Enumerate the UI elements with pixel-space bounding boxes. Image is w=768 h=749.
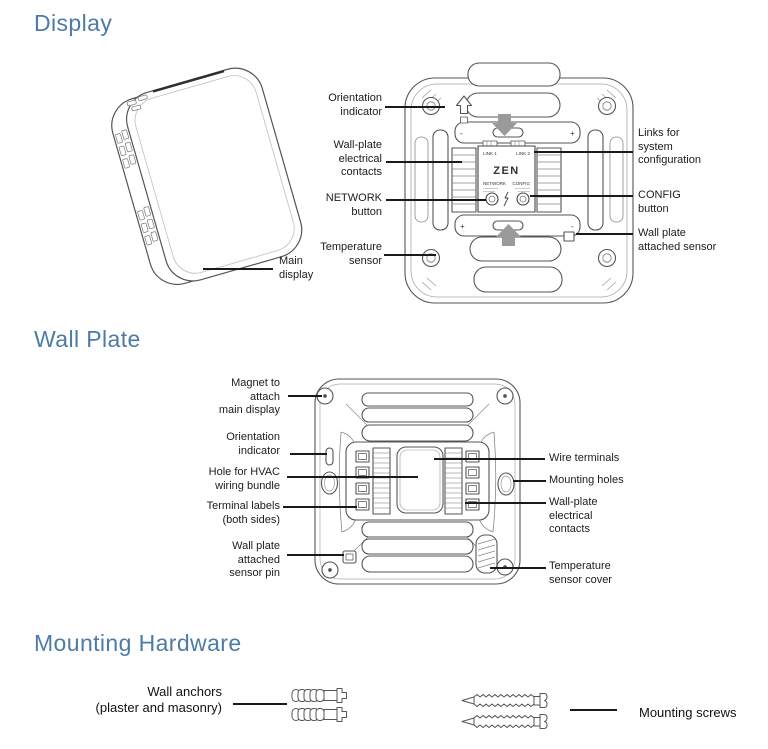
config-button: [516, 192, 530, 206]
leader-line: [384, 254, 436, 256]
batteries: [465, 62, 563, 293]
mounting-screw: [461, 693, 548, 708]
wall-anchor: [291, 707, 347, 722]
leader-line: [386, 199, 486, 201]
zen-label-panel: [477, 140, 536, 213]
svg-text:+: +: [460, 222, 465, 231]
callout-mounting-holes: Mounting holes: [549, 474, 624, 486]
hvac-wiring-hole: [396, 446, 444, 514]
electrical-contact-strips: [451, 147, 562, 213]
callout-config-button: CONFIG button: [638, 189, 681, 215]
zen-brand-text: ZEN: [493, 165, 520, 177]
section-heading-wall-plate: Wall Plate: [34, 326, 141, 352]
leader-line: [465, 502, 546, 504]
callout-plate-orientation-indicator: Orientation indicator: [226, 431, 280, 457]
leader-line: [287, 554, 344, 556]
plate-orientation-slot: [325, 447, 334, 466]
leader-line: [534, 151, 633, 153]
svg-text:-: -: [460, 129, 463, 138]
leader-line: [233, 703, 287, 705]
leader-line: [570, 709, 617, 711]
leader-line: [288, 395, 322, 397]
terminal-squares: [355, 450, 480, 511]
leader-line: [434, 458, 545, 460]
svg-text:LINK 2: LINK 2: [516, 151, 530, 156]
svg-text:-: -: [571, 222, 574, 231]
callout-wall-anchors: Wall anchors (plaster and masonry): [95, 684, 222, 715]
wall-anchors-illustration: [291, 688, 347, 722]
wire-terminal-strips: [372, 447, 463, 515]
svg-text:+: +: [570, 129, 575, 138]
leader-line: [576, 233, 633, 235]
leader-line: [287, 476, 418, 478]
leader-line: [283, 506, 357, 508]
callout-hvac-hole: Hole for HVAC wiring bundle: [208, 466, 280, 492]
display-side-vents: [115, 94, 159, 246]
battery-insert-arrows: [492, 114, 521, 246]
terminal-assembly: [345, 441, 490, 521]
attached-sensor-port: [563, 231, 575, 242]
callout-wire-terminals: Wire terminals: [549, 452, 620, 464]
leader-line: [290, 453, 327, 455]
leader-line: [203, 268, 273, 270]
wall-plate-illustration: [314, 378, 521, 585]
callout-orientation-indicator: Orientation indicator: [328, 92, 382, 118]
svg-text:LINK 1: LINK 1: [483, 151, 497, 156]
display-front-body: [111, 67, 303, 285]
temperature-sensor-cover: [475, 534, 498, 574]
leader-line: [513, 480, 546, 482]
mounting-screws-illustration: [461, 693, 548, 729]
callout-main-display: Main display: [279, 255, 314, 281]
callout-wall-plate-attached-sensor: Wall plate attached sensor: [638, 227, 717, 253]
mounting-screw: [461, 714, 548, 729]
battery-bay-top: [454, 121, 581, 144]
leader-line: [385, 106, 445, 108]
callout-mounting-screws: Mounting screws: [639, 705, 737, 720]
svg-text:NETWORK: NETWORK: [483, 181, 506, 186]
callout-sensor-pin: Wall plate attached sensor pin: [229, 540, 280, 579]
callout-wallplate-electrical-contacts: Wall-plate electrical contacts: [333, 139, 383, 178]
leader-line: [530, 195, 633, 197]
callout-temperature-sensor-cover: Temperature sensor cover: [549, 560, 612, 586]
callout-links-system-configuration: Links for system configuration: [638, 127, 701, 166]
callout-magnet: Magnet to attach main display: [218, 377, 280, 416]
mounting-hole-right: [497, 472, 515, 496]
callout-temperature-sensor: Temperature sensor: [320, 241, 382, 267]
section-heading-display: Display: [34, 10, 113, 36]
callout-network-button: NETWORK button: [325, 192, 382, 218]
callout-terminal-labels: Terminal labels (both sides): [206, 500, 280, 526]
sensor-pin-tab: [342, 550, 357, 564]
plate-slats: [361, 392, 474, 573]
svg-text:CONFIG: CONFIG: [513, 181, 531, 186]
corner-screws: [421, 96, 617, 268]
wall-anchor: [291, 688, 347, 703]
zen-label-text: LINK 1 LINK 2 ZEN NETWORK CONFIG - + + -: [460, 129, 575, 231]
callout-plate-electrical-contacts: Wall-plate electrical contacts: [549, 496, 598, 535]
leader-line: [490, 567, 546, 569]
leader-line: [386, 161, 462, 163]
network-button: [485, 192, 499, 206]
battery-bay-bottom: [454, 214, 581, 237]
display-back-illustration: LINK 1 LINK 2 ZEN NETWORK CONFIG - + + -: [404, 62, 634, 304]
display-front-illustration: [111, 67, 303, 285]
orientation-indicator-mark: [455, 95, 473, 124]
section-heading-mounting-hardware: Mounting Hardware: [34, 630, 242, 656]
